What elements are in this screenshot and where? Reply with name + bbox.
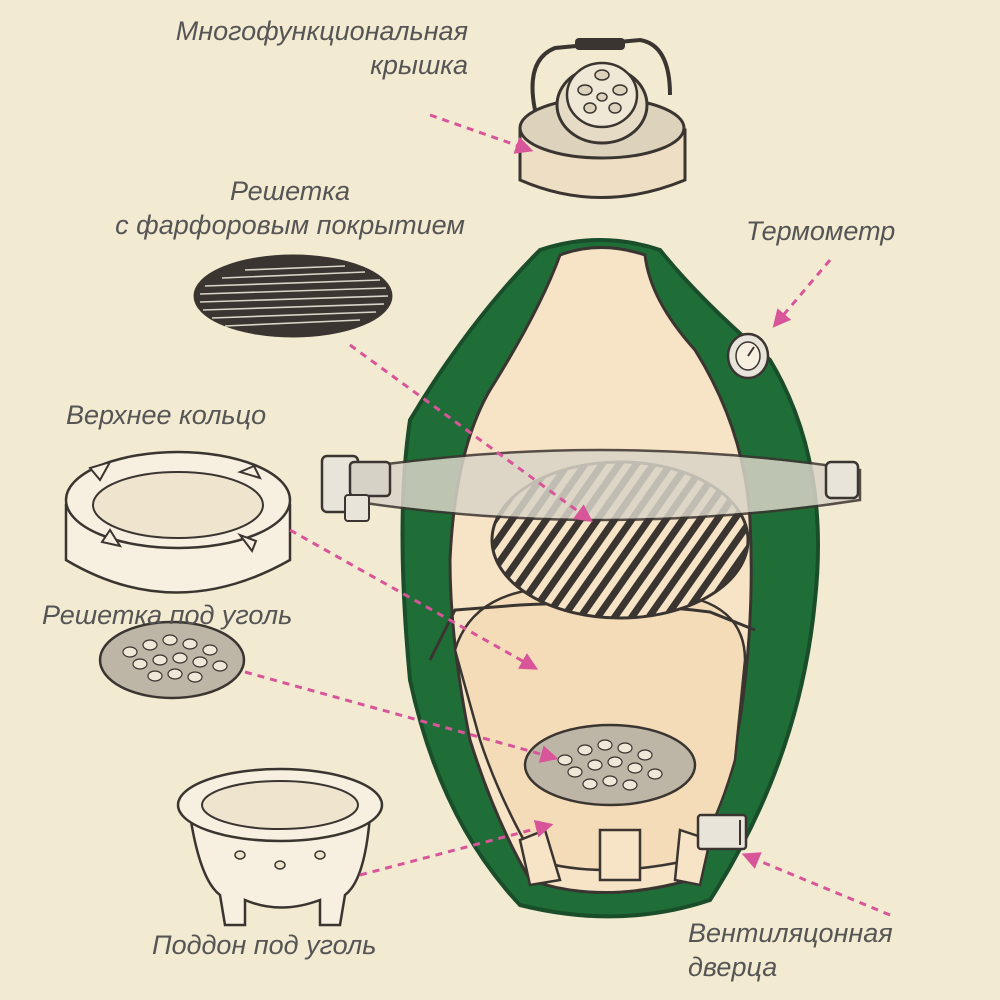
kamado-grill — [320, 238, 862, 919]
arrow-coal-grate — [244, 670, 559, 763]
label-lid-line-2: крышка — [370, 50, 468, 80]
multifunction-lid — [518, 37, 687, 199]
arrow-thermometer — [772, 259, 832, 328]
grill-coal-grate — [523, 723, 697, 807]
arrow-grate — [349, 343, 593, 523]
label-vent-door-line-2: дверца — [688, 952, 778, 982]
hinge — [320, 454, 392, 522]
thermometer-gauge — [726, 332, 770, 380]
arrow-lid — [429, 113, 534, 154]
label-upper-ring: Верхнее кольцо — [66, 400, 267, 430]
arrow-upper-ring — [289, 528, 539, 670]
pointer-arrows — [244, 113, 891, 917]
vent-door — [696, 813, 748, 851]
coal-tray — [176, 767, 384, 927]
coal-grate — [98, 620, 246, 700]
arrow-vent-door — [741, 852, 891, 917]
label-lid: Многофункциональная крышка — [60, 14, 468, 82]
porcelain-grate — [193, 254, 393, 338]
label-lid-line-1: Многофункциональная — [175, 16, 468, 46]
label-grate-line-2: с фарфоровым покрытием — [115, 210, 465, 240]
label-grate: Решетка с фарфоровым покрытием — [60, 174, 520, 242]
label-thermometer: Термометр — [746, 216, 896, 246]
label-vent-door-line-1: Вентиляцонная — [688, 918, 893, 948]
latch — [824, 460, 860, 500]
label-coal-grate: Решетка под уголь — [42, 600, 293, 630]
grill-coal-tray-legs — [518, 828, 712, 887]
label-vent-door: Вентиляцонная дверца — [688, 916, 893, 984]
arrow-coal-tray — [359, 819, 554, 877]
label-grate-line-1: Решетка — [229, 176, 351, 206]
steel-band — [343, 448, 862, 522]
label-coal-tray: Поддон под уголь — [152, 930, 377, 960]
upper-ring — [64, 450, 292, 594]
